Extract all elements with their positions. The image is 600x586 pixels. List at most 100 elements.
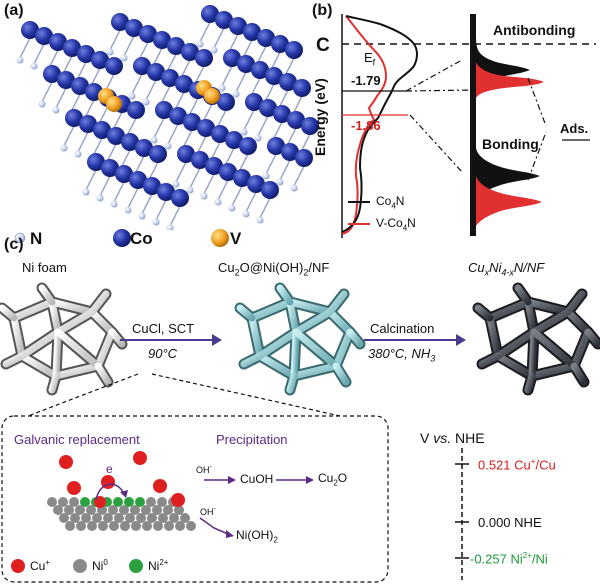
ni0-atom: [174, 505, 184, 515]
step1-label-top: CuCl, SCT: [132, 321, 195, 336]
foam-strut: [524, 372, 536, 394]
legend-v-co4n-label: V-Co4N: [376, 216, 416, 232]
co-atom: [71, 77, 89, 95]
bond: [213, 27, 225, 49]
ni0-atom: [120, 521, 130, 531]
ni0-atom: [58, 497, 68, 507]
foam-strut: [524, 298, 572, 316]
n-atom: [52, 106, 60, 114]
ni0-atom: [146, 497, 156, 507]
cuoh-arrowhead: [306, 476, 314, 484]
co-atom: [87, 153, 105, 171]
mechanism-callout: [1, 373, 469, 583]
foam-strut: [18, 352, 60, 380]
co-atom: [167, 37, 185, 55]
co-atom: [197, 119, 215, 137]
bond: [217, 179, 229, 201]
n-atom: [96, 194, 104, 202]
step1-arrowhead: [212, 334, 222, 346]
foam-strut: [292, 308, 334, 336]
right-title: CuxNi4-xN/NF: [468, 260, 545, 278]
panel-a-label: (a): [4, 2, 24, 19]
n-atom: [172, 180, 180, 188]
scale-title: V vs. NHE: [420, 430, 485, 446]
nioh2-label: Ni(OH)2: [236, 528, 278, 545]
n-atom: [152, 218, 160, 226]
legend-co4n-label: Co4N: [376, 194, 404, 210]
n-atom: [138, 212, 146, 220]
co-atom: [79, 115, 97, 133]
callout-box: [1, 415, 389, 583]
foam-strut: [570, 328, 592, 370]
co4n-tail: N: [395, 194, 405, 208]
foam-strut: [0, 304, 18, 322]
co-atom: [281, 143, 299, 161]
ef-base: E: [364, 50, 373, 65]
foam-strut: [54, 308, 96, 336]
bond: [175, 161, 187, 183]
co-atom: [91, 51, 109, 69]
antibonding-red-peak: [476, 62, 544, 98]
n-atom: [196, 40, 204, 48]
foam-strut: [326, 290, 348, 316]
bond: [19, 37, 31, 59]
foam-strut: [2, 352, 26, 368]
bond: [203, 173, 215, 195]
ni0-atom: [81, 513, 91, 523]
panel-a-legend: [14, 229, 229, 247]
c-label: C: [316, 35, 330, 56]
bond: [243, 109, 255, 131]
co-atom: [127, 101, 145, 119]
co-atom: [133, 57, 151, 75]
antibonding-black-peak: [476, 36, 530, 96]
bond: [63, 125, 75, 147]
v-co4n-sub: 4: [402, 223, 408, 233]
ni0-atom: [158, 513, 168, 523]
co-atom: [251, 61, 269, 79]
ni-foam-title: Ni foam: [22, 260, 67, 275]
n-atom: [210, 46, 218, 54]
n-atom: [142, 98, 150, 106]
co-atom: [233, 169, 251, 187]
cu-ion: [133, 451, 147, 465]
ni0-atom: [70, 513, 80, 523]
foam-strut: [240, 352, 264, 368]
bond: [265, 153, 277, 175]
galvanic-label: Galvanic replacement: [14, 432, 140, 447]
legend-ni0-icon: [73, 559, 87, 573]
bond: [221, 65, 233, 87]
legend-ni0-label: Ni0: [92, 558, 108, 573]
n-atom: [262, 172, 270, 180]
bond: [77, 131, 89, 153]
foam-strut: [332, 362, 350, 386]
n-atom: [150, 136, 158, 144]
co-atom: [237, 55, 255, 73]
foam-strut: [248, 298, 294, 322]
n-atom: [256, 216, 264, 224]
co-atom: [265, 67, 283, 85]
co-atom: [157, 183, 175, 201]
co-atom: [287, 111, 305, 129]
ni0-atom: [75, 505, 85, 515]
potential-ni-value: -0.257: [470, 551, 507, 567]
bond: [235, 71, 247, 93]
legend-cu-label: Cu+: [30, 558, 51, 573]
callout-line-left: [27, 373, 139, 417]
v-atom: [204, 88, 220, 104]
foam-strut: [346, 328, 364, 348]
cu2o-label: Cu2O: [318, 471, 348, 488]
co-atom: [135, 139, 153, 157]
co-atom-icon: [113, 229, 131, 247]
foam-strut: [48, 298, 62, 336]
middle-title: Cu2O@Ni(OH)2/NF: [218, 260, 330, 278]
legend-v-label: V: [230, 229, 242, 248]
ef-sub: f: [372, 57, 376, 68]
foam-strut: [54, 328, 102, 370]
bond: [127, 187, 139, 209]
co-atom: [293, 79, 311, 97]
precipitation-label: Precipitation: [216, 432, 288, 447]
n-atom: [254, 134, 262, 142]
foam-strut: [256, 328, 300, 360]
co-atom: [161, 69, 179, 87]
foam-strut: [48, 298, 96, 316]
